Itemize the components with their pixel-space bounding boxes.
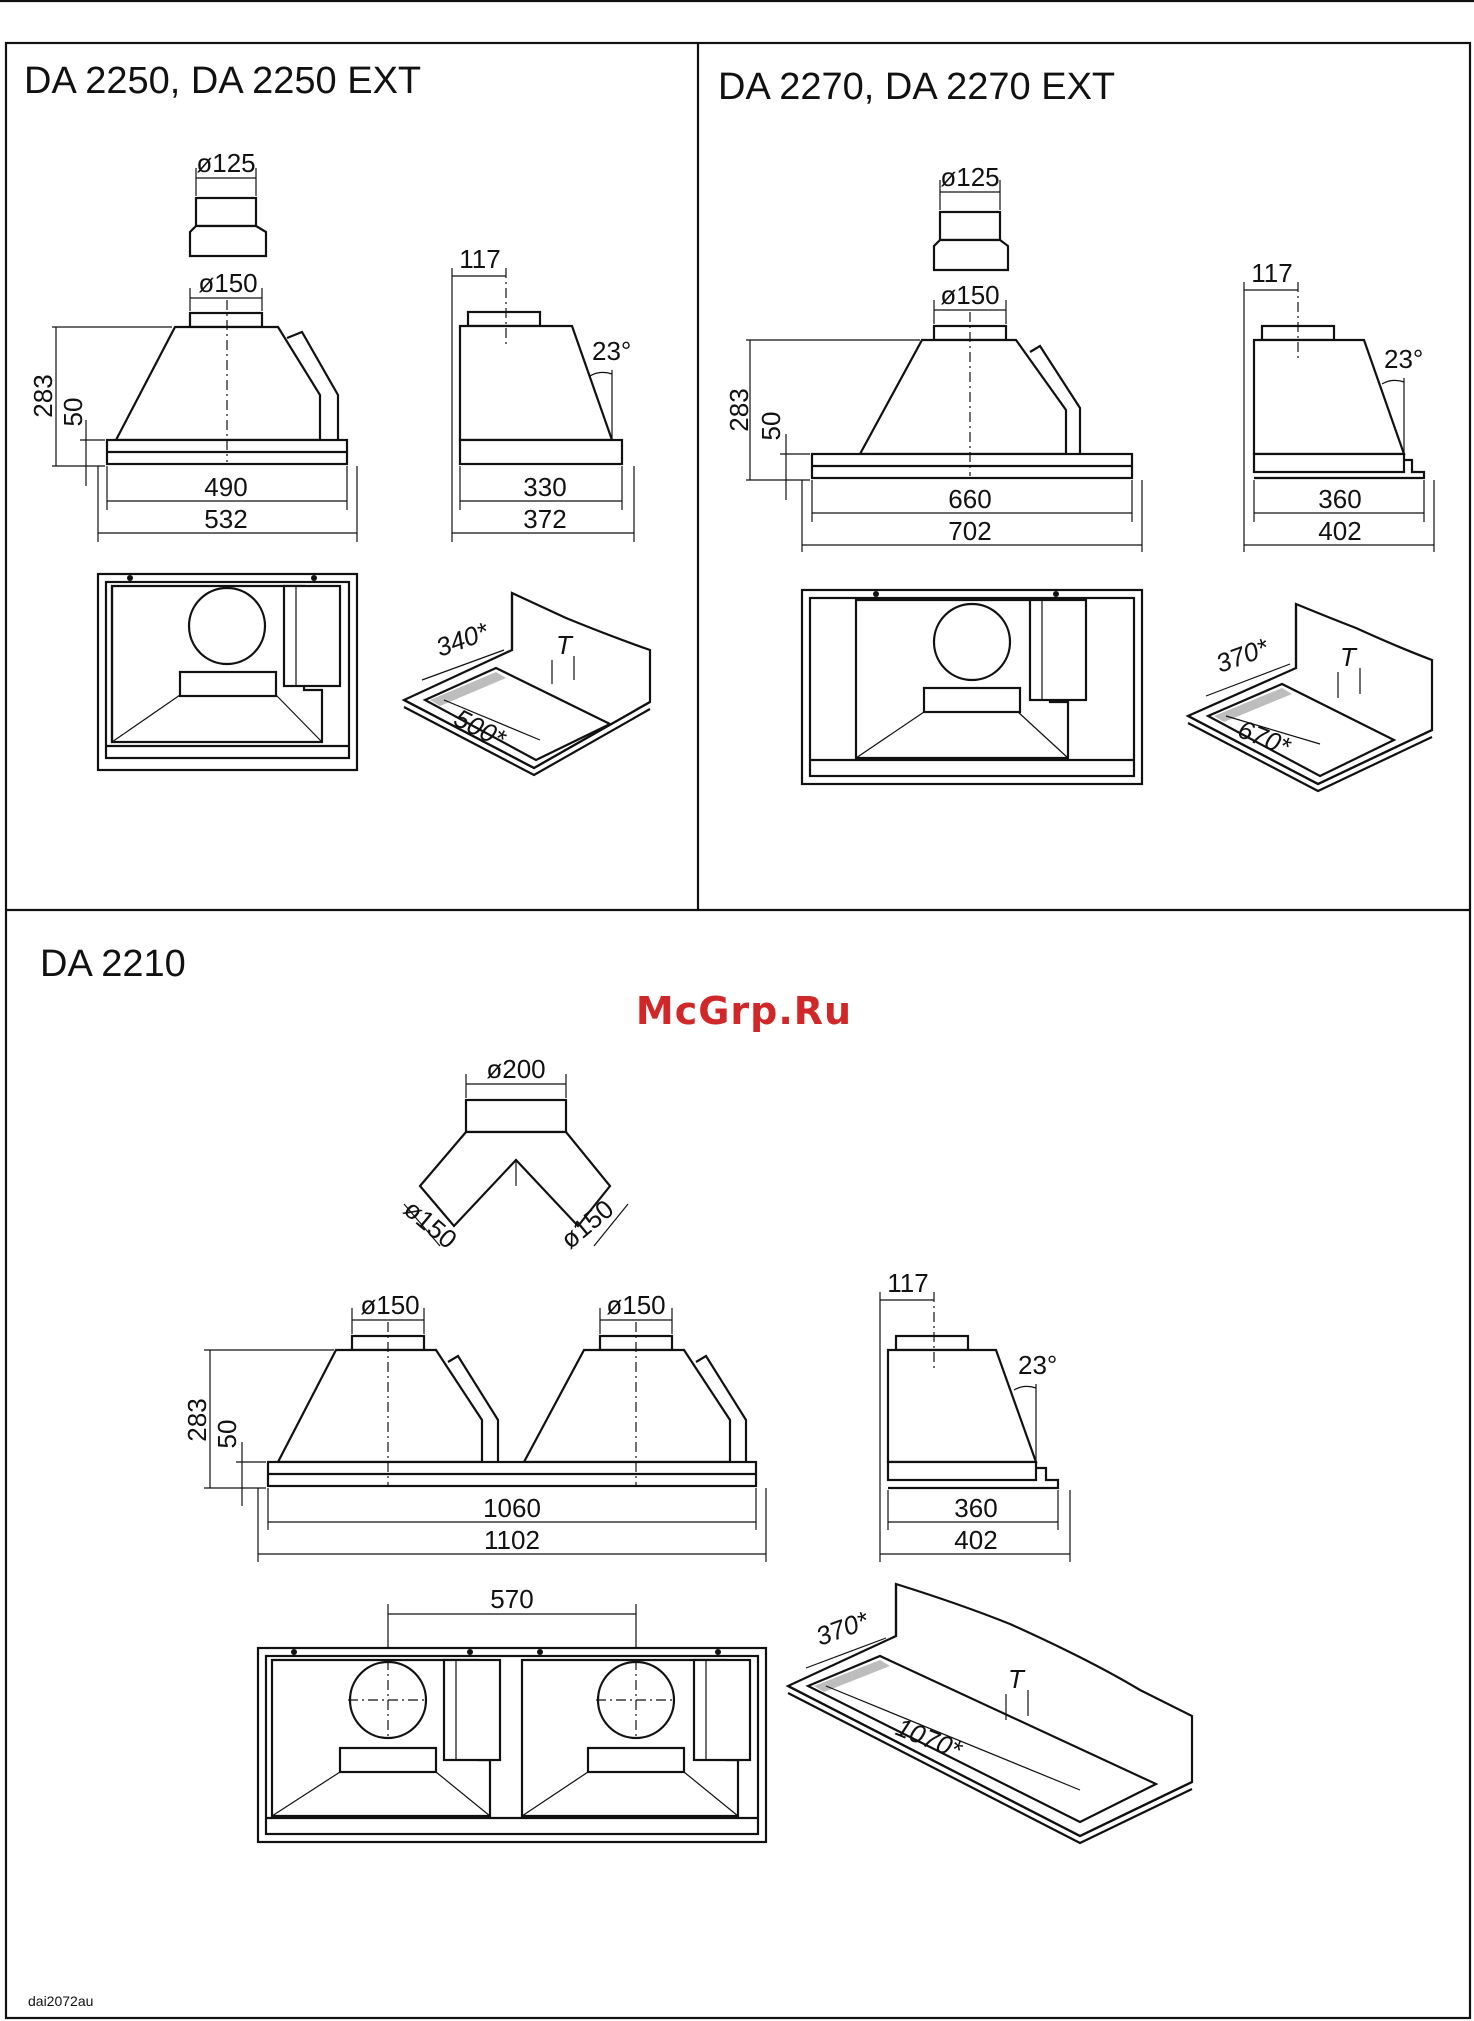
dim-h50: 50 bbox=[212, 1420, 242, 1449]
dim-s372: 372 bbox=[523, 504, 566, 534]
watermark-text: McGrp.Ru bbox=[636, 989, 852, 1033]
dim-c370: 370* bbox=[1212, 632, 1273, 679]
dim-c340: 340* bbox=[432, 616, 493, 663]
dim-T: T bbox=[1008, 1664, 1026, 1694]
cutout-view: 340* 500* T bbox=[404, 593, 650, 775]
dim-T: T bbox=[1340, 642, 1358, 672]
dim-d150: ø150 bbox=[940, 280, 999, 310]
dim-w660: 660 bbox=[948, 484, 991, 514]
panel-da2250: DA 2250, DA 2250 EXT ø125 ø150 bbox=[24, 60, 650, 775]
dim-s360: 360 bbox=[1318, 484, 1361, 514]
dim-d150-right: ø150 bbox=[606, 1290, 665, 1320]
panel-da2270: DA 2270, DA 2270 EXT ø125 ø150 2 bbox=[718, 66, 1434, 791]
reducer-collar: ø125 bbox=[190, 148, 266, 256]
dim-d150: ø150 bbox=[198, 268, 257, 298]
cutout-view: 370* 670* T bbox=[1188, 604, 1432, 791]
front-view: ø150 283 50 490 532 bbox=[28, 268, 357, 542]
dim-angle: 23° bbox=[592, 336, 631, 366]
reducer-collar: ø125 bbox=[934, 162, 1008, 270]
dim-s330: 330 bbox=[523, 472, 566, 502]
dim-s402: 402 bbox=[954, 1525, 997, 1555]
dim-s360: 360 bbox=[954, 1493, 997, 1523]
dim-s117: 117 bbox=[887, 1268, 928, 1298]
dim-h50: 50 bbox=[58, 398, 88, 427]
drawing-code: dai2072au bbox=[28, 1993, 93, 2009]
dim-w490: 490 bbox=[204, 472, 247, 502]
side-view: 117 23° 360 402 bbox=[1244, 258, 1434, 552]
dim-d200: ø200 bbox=[486, 1054, 545, 1084]
dim-c370: 370* bbox=[812, 1605, 873, 1652]
dim-w532: 532 bbox=[204, 504, 247, 534]
side-view: 117 23° 330 372 bbox=[452, 244, 634, 542]
panel-title: DA 2210 bbox=[40, 943, 186, 985]
bottom-view bbox=[802, 590, 1142, 784]
dim-s402: 402 bbox=[1318, 516, 1361, 546]
panel-title: DA 2270, DA 2270 EXT bbox=[718, 66, 1115, 108]
dim-angle: 23° bbox=[1018, 1350, 1057, 1380]
panel-title: DA 2250, DA 2250 EXT bbox=[24, 60, 421, 102]
dim-angle: 23° bbox=[1384, 344, 1423, 374]
dim-w1102: 1102 bbox=[484, 1525, 540, 1555]
dim-d150-left: ø150 bbox=[360, 1290, 419, 1320]
dim-w570: 570 bbox=[490, 1584, 533, 1614]
dim-d125: ø125 bbox=[940, 162, 999, 192]
bottom-view: 570 bbox=[258, 1584, 766, 1842]
y-piece-adapter: ø200 ø150 ø150 bbox=[398, 1054, 628, 1255]
dim-s117: 117 bbox=[1251, 258, 1292, 288]
dim-h283: 283 bbox=[724, 388, 754, 431]
panel-da2210: DA 2210 McGrp.Ru ø200 ø150 ø150 ø150 bbox=[40, 943, 1192, 1843]
dim-d125: ø125 bbox=[196, 148, 255, 178]
cutout-view: 370* 1070* T bbox=[788, 1584, 1192, 1843]
dim-w1060: 1060 bbox=[483, 1493, 541, 1523]
bottom-view bbox=[98, 574, 357, 770]
dim-w702: 702 bbox=[948, 516, 991, 546]
dim-s117: 117 bbox=[459, 244, 500, 274]
dim-T: T bbox=[556, 630, 574, 660]
dim-h50: 50 bbox=[756, 412, 786, 441]
dim-h283: 283 bbox=[28, 374, 58, 417]
front-view: ø150 ø150 283 50 1060 bbox=[182, 1290, 766, 1562]
dim-h283: 283 bbox=[182, 1398, 212, 1441]
side-view: 117 23° 360 402 bbox=[880, 1268, 1070, 1562]
front-view: ø150 283 50 660 702 bbox=[724, 280, 1142, 552]
